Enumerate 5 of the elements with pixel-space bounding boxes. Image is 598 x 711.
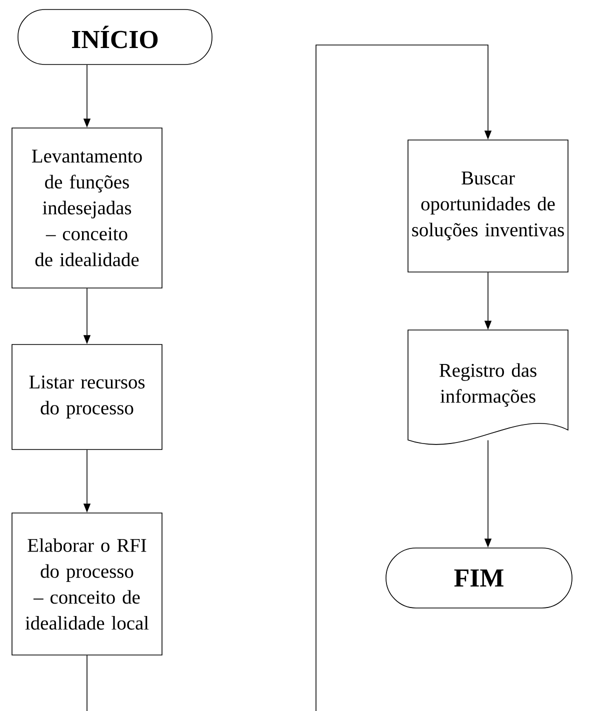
- arrow: [86, 44, 492, 711]
- process-box: Buscar oportunidades de soluções inventivas: [408, 140, 568, 272]
- process-box: Levantamento de funções indesejadas – conceito de idealidade: [12, 128, 162, 288]
- process-box: Listar recursos do processo: [12, 344, 162, 450]
- process-box: Elaborar o RFI do processo – conceito de idealidade local: [12, 512, 162, 656]
